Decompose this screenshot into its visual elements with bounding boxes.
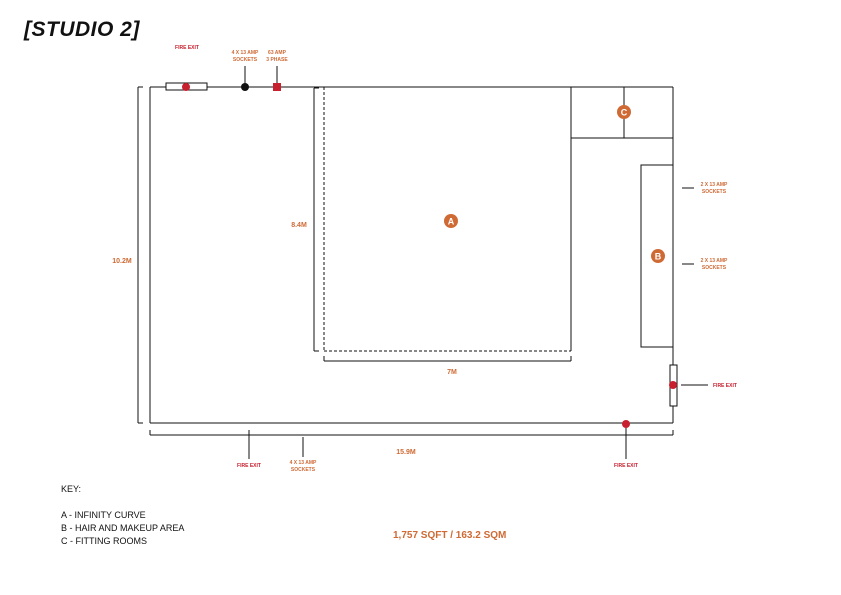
area-badge-c-label: C [621,108,628,118]
sockets-label-bottom-line1: 4 X 13 AMP [290,460,317,466]
sockets-label-right-1-line1: 2 X 13 AMP [701,182,728,188]
sockets-label-right-1-line2: SOCKETS [702,189,727,195]
fire-exit-label-bottom-right: FIRE EXIT [614,463,638,469]
area-badge-a: A [444,214,458,228]
area-badge-b: B [651,249,665,263]
fire-exit-marker-bottom [622,420,630,428]
sockets-label-bottom-line2: SOCKETS [291,467,316,473]
area-badge-b-label: B [655,252,662,262]
key-heading: KEY: [61,484,82,494]
outer-walls [149,86,674,424]
sockets-marker-top [241,83,249,91]
fire-exit-label-top: FIRE EXIT [175,45,199,51]
key-item-b: B - HAIR AND MAKEUP AREA [61,523,185,533]
fire-exit-label-bottom-left: FIRE EXIT [237,463,261,469]
total-area: 1,757 SQFT / 163.2 SQM [393,530,507,541]
three-phase-label-line2: 3 PHASE [266,57,288,63]
leader-lines [244,66,708,459]
infinity-curve-outline [323,87,572,352]
dimension-curve-height-label: 8.4M [291,222,307,229]
dimension-curve-width-label: 7M [447,369,457,376]
key-item-a: A - INFINITY CURVE [61,510,146,520]
three-phase-marker [273,83,281,91]
sockets-label-right-2-line2: SOCKETS [702,265,727,271]
dimension-height-label: 10.2M [112,258,132,265]
key-item-c: C - FITTING ROOMS [61,536,147,546]
dimension-width-label: 15.9M [396,449,416,456]
sockets-label-top-line1: 4 X 13 AMP [232,50,259,56]
key-legend: KEY: A - INFINITY CURVE B - HAIR AND MAK… [61,483,184,548]
fire-exit-marker-top [182,83,190,91]
page-title: [STUDIO 2] [24,18,140,41]
three-phase-label-line1: 63 AMP [268,50,287,56]
sockets-label-right-2-line1: 2 X 13 AMP [701,258,728,264]
fire-exit-marker-right [669,381,677,389]
dimension-lines [137,86,674,436]
sockets-label-top-line2: SOCKETS [233,57,258,63]
area-badge-a-label: A [448,217,455,227]
hair-makeup-area-outline [640,164,674,348]
area-badge-c: C [617,105,631,119]
fire-exit-label-right: FIRE EXIT [713,383,737,389]
